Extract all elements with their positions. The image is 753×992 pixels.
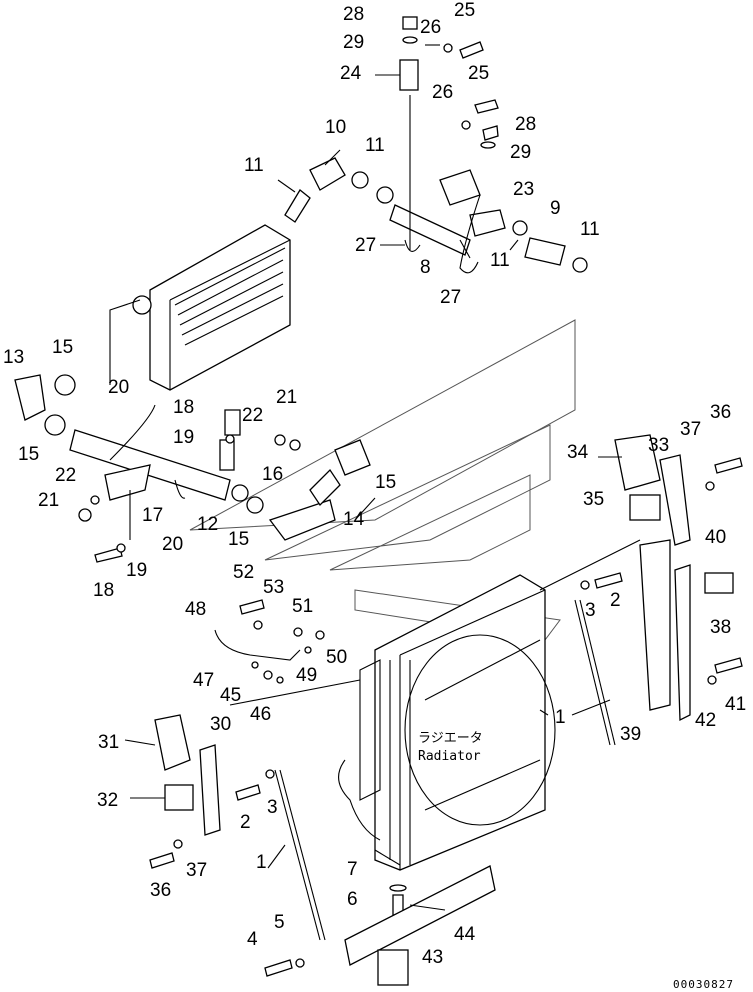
callout-4: 4 — [247, 929, 258, 950]
callout-15-c: 15 — [375, 472, 396, 493]
callout-18-a: 18 — [173, 397, 194, 418]
callout-35: 35 — [583, 489, 604, 510]
callout-37-b: 37 — [186, 860, 207, 881]
callout-30: 30 — [210, 714, 231, 735]
callout-6: 6 — [347, 889, 358, 910]
callout-47: 47 — [193, 670, 214, 691]
callout-51: 51 — [292, 596, 313, 617]
callout-52: 52 — [233, 562, 254, 583]
callout-18-b: 18 — [93, 580, 114, 601]
callout-3-left: 3 — [267, 797, 278, 818]
callout-11-d: 11 — [490, 250, 510, 271]
callout-43: 43 — [422, 947, 443, 968]
callout-46: 46 — [250, 704, 271, 725]
callout-20-b: 20 — [162, 534, 183, 555]
callout-13: 13 — [3, 347, 24, 368]
callout-16: 16 — [262, 464, 283, 485]
callout-44: 44 — [454, 924, 476, 945]
callout-45: 45 — [220, 685, 241, 706]
upper-piping — [284, 16, 588, 274]
callout-17: 17 — [142, 505, 163, 526]
callout-22-a: 22 — [242, 405, 263, 426]
callout-26-mid: 26 — [432, 82, 453, 103]
radiator-label-en: Radiator — [418, 749, 481, 764]
callout-11-b: 11 — [365, 135, 385, 156]
callout-19-b: 19 — [126, 560, 147, 581]
callout-49: 49 — [296, 665, 317, 686]
callout-48: 48 — [185, 599, 206, 620]
callout-25-mid: 25 — [468, 63, 489, 84]
callout-34: 34 — [567, 442, 589, 463]
callout-37-a: 37 — [680, 419, 701, 440]
callout-24: 24 — [340, 63, 362, 84]
callout-32: 32 — [97, 790, 118, 811]
callout-26-top: 26 — [420, 17, 441, 38]
callout-2-left: 2 — [240, 812, 251, 833]
callout-42: 42 — [695, 710, 716, 731]
callout-28-mid: 28 — [515, 114, 536, 135]
callout-8: 8 — [420, 257, 431, 278]
callout-2-right: 2 — [610, 590, 621, 611]
brackets-and-rods — [149, 434, 743, 986]
callout-27-b: 27 — [440, 287, 461, 308]
callout-11-c: 11 — [580, 219, 600, 240]
aftercooler — [132, 224, 291, 391]
callout-36-a: 36 — [710, 402, 731, 423]
callout-labels: 28 29 24 26 25 26 25 28 29 10 11 11 23 9… — [3, 0, 746, 968]
callout-31: 31 — [98, 732, 119, 753]
callout-29-top: 29 — [343, 32, 364, 53]
callout-10: 10 — [325, 117, 346, 138]
callout-41: 41 — [725, 694, 746, 715]
callout-14: 14 — [343, 509, 365, 530]
callout-21-a: 21 — [276, 387, 297, 408]
callout-39: 39 — [620, 724, 641, 745]
callout-15-a: 15 — [52, 337, 73, 358]
callout-40: 40 — [705, 527, 726, 548]
callout-28-top: 28 — [343, 4, 364, 25]
callout-12: 12 — [197, 514, 218, 535]
callout-5: 5 — [274, 912, 285, 933]
callout-15-d: 15 — [228, 529, 249, 550]
callout-9: 9 — [550, 198, 561, 219]
callout-27-a: 27 — [355, 235, 376, 256]
callout-21-b: 21 — [38, 490, 59, 511]
callout-1-right: 1 — [555, 707, 566, 728]
callout-11-a: 11 — [244, 155, 264, 176]
callout-20-a: 20 — [108, 377, 129, 398]
callout-23: 23 — [513, 179, 534, 200]
left-piping — [14, 374, 371, 563]
radiator-assembly — [338, 574, 556, 871]
callout-22-b: 22 — [55, 465, 76, 486]
callout-1-left: 1 — [256, 852, 267, 873]
callout-36-b: 36 — [150, 880, 171, 901]
callout-38: 38 — [710, 617, 731, 638]
hose-and-fittings — [214, 599, 325, 684]
callout-7: 7 — [347, 859, 358, 880]
callout-19-a: 19 — [173, 427, 194, 448]
callout-29-mid: 29 — [510, 142, 531, 163]
radiator-label-jp: ラジエータ — [418, 731, 483, 746]
leader-lines — [109, 44, 641, 911]
callout-33: 33 — [648, 435, 669, 456]
callout-53: 53 — [263, 577, 284, 598]
callout-3-right: 3 — [585, 600, 596, 621]
callout-50: 50 — [326, 647, 347, 668]
drawing-code: 00030827 — [673, 978, 734, 991]
callout-25-top: 25 — [454, 0, 475, 21]
callout-15-b: 15 — [18, 444, 39, 465]
